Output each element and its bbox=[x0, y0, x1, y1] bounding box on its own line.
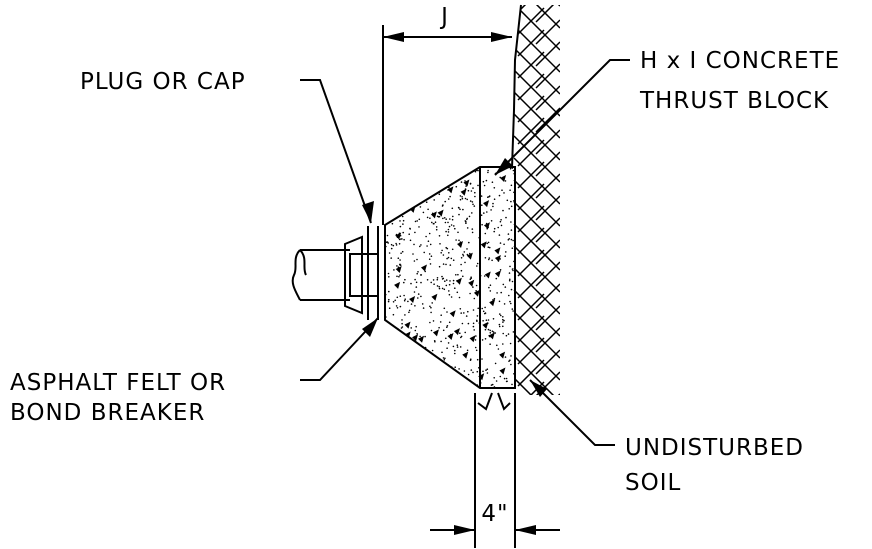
soil-face-line bbox=[511, 4, 522, 169]
dimension-j: J bbox=[382, 4, 512, 225]
label-asphalt-felt-line2: BOND BREAKER bbox=[10, 400, 205, 426]
dimension-4in-label: 4" bbox=[481, 501, 508, 527]
leader-asphalt-felt: ASPHALT FELT OR BOND BREAKER bbox=[10, 317, 379, 426]
label-soil-line1: UNDISTURBED bbox=[625, 435, 804, 461]
leader-undisturbed-soil: UNDISTURBED SOIL bbox=[529, 379, 804, 496]
concrete-thrust-block bbox=[384, 166, 516, 389]
label-concrete-line1: H x I CONCRETE bbox=[640, 48, 840, 74]
label-plug-or-cap: PLUG OR CAP bbox=[80, 69, 246, 95]
pipe bbox=[291, 249, 350, 301]
label-asphalt-felt-line1: ASPHALT FELT OR bbox=[10, 370, 226, 396]
label-soil-line2: SOIL bbox=[625, 470, 681, 496]
label-concrete-line2: THRUST BLOCK bbox=[639, 88, 829, 114]
leader-thrust-block: H x I CONCRETE THRUST BLOCK bbox=[494, 48, 840, 176]
leader-plug-cap: PLUG OR CAP bbox=[80, 69, 374, 224]
dimension-j-label: J bbox=[439, 4, 449, 30]
plug-cap bbox=[344, 226, 379, 320]
dimension-4in: 4" bbox=[430, 392, 560, 548]
soil-hatch bbox=[513, 5, 560, 395]
